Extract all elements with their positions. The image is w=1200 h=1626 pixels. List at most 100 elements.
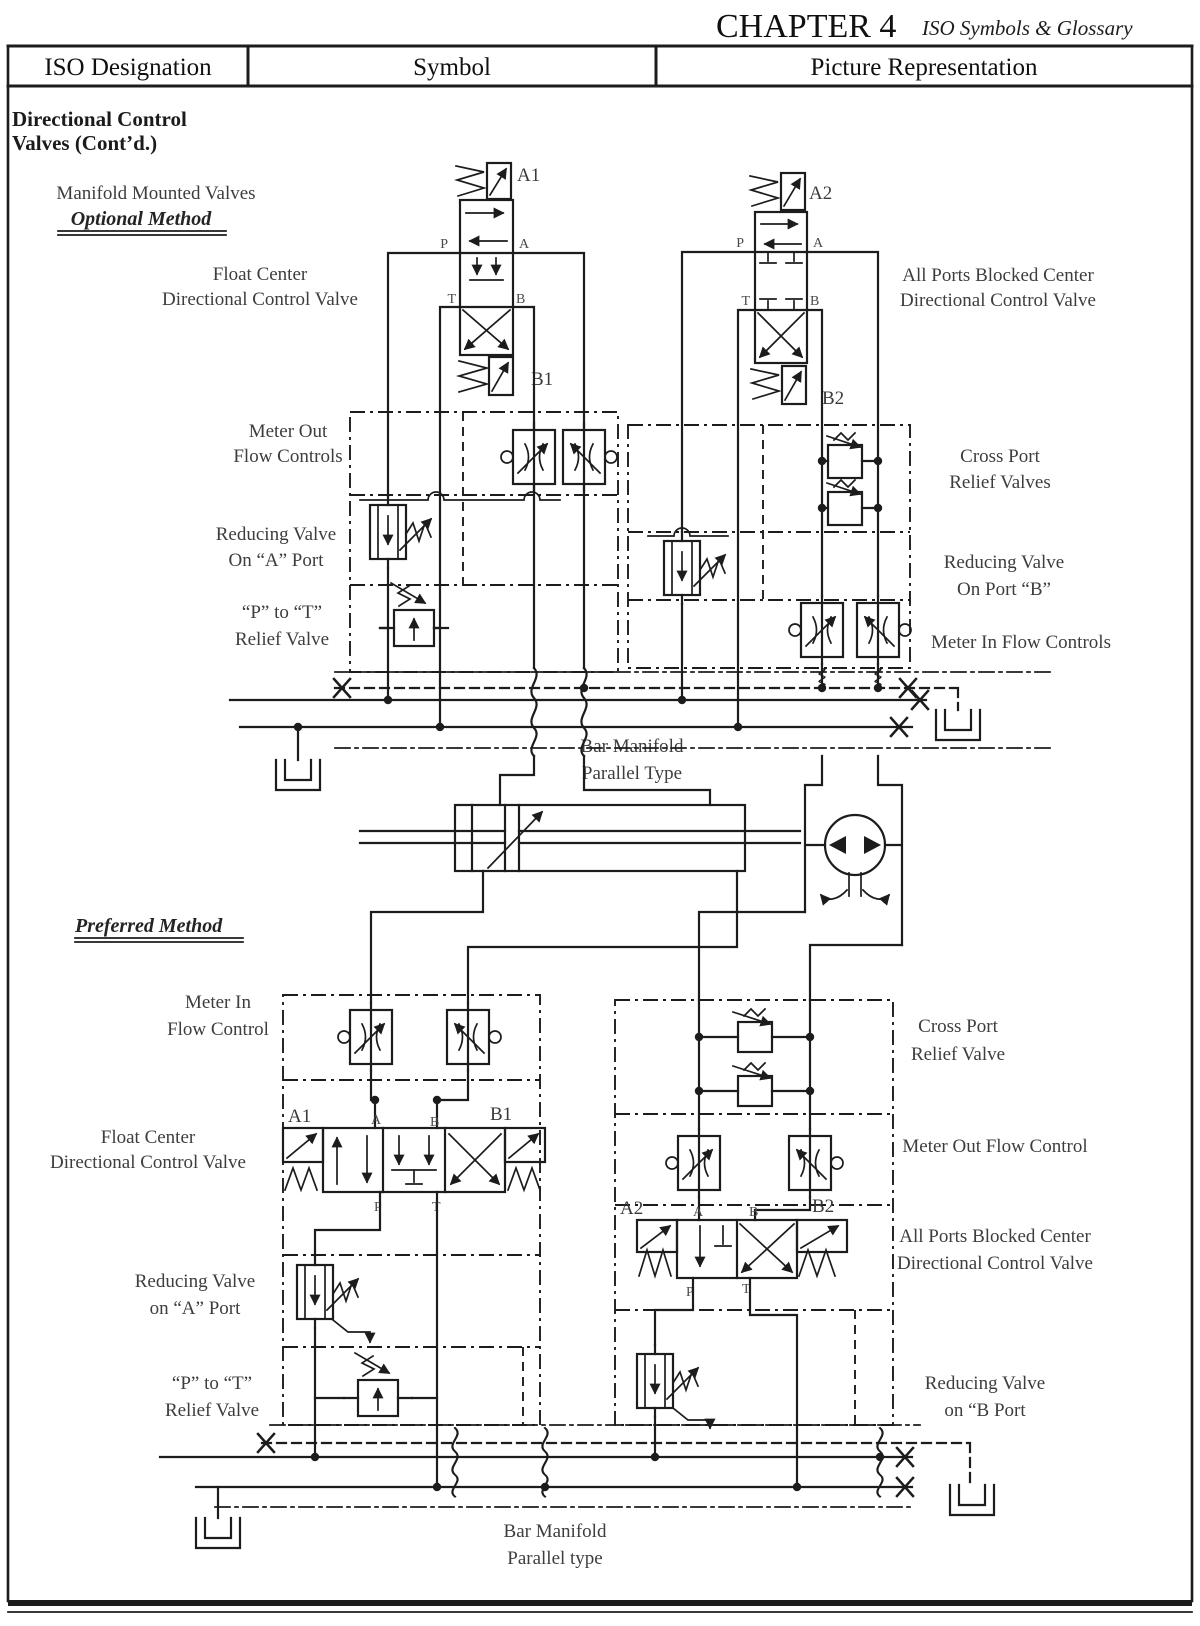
pilot-jumper	[359, 491, 561, 501]
cross-port-relief-icon	[826, 443, 864, 480]
p-to-t-label-1: “P” to “T”	[242, 602, 322, 623]
bar-manifold-bottom	[158, 1424, 996, 1550]
optional-method-label: Optional Method	[71, 208, 213, 230]
page-header: CHAPTER 4 ISO Symbols & Glossary	[716, 8, 1133, 45]
pilot-jumper	[647, 527, 729, 537]
port-a2: A2	[809, 183, 832, 204]
col-symbol: Symbol	[413, 54, 491, 81]
flow-control-icon	[563, 423, 617, 491]
station-boundary	[282, 994, 541, 1426]
hose-break-icon	[530, 666, 538, 758]
right-station-preferred: A2 B2 A B P T	[614, 998, 894, 1489]
meter-in-label-1: Meter In	[185, 992, 251, 1013]
cross-port-relief-icon	[736, 1074, 774, 1108]
table-header: ISO Designation Symbol Picture Represent…	[44, 54, 1038, 81]
float-center-label-1: Float Center	[101, 1127, 196, 1148]
cross-port-relief-icon	[736, 1020, 774, 1054]
bar-manifold-top	[228, 666, 1051, 792]
apb-label-1: All Ports Blocked Center	[902, 265, 1094, 286]
port-a1: A1	[517, 165, 540, 186]
port-t: T	[741, 294, 750, 309]
valve-a2-b2: A2 B2 P A T B	[736, 171, 844, 409]
reducing-b-label-2: on “B Port	[944, 1400, 1026, 1421]
float-center-label-1: Float Center	[213, 264, 308, 285]
spring-icon	[748, 174, 781, 208]
reducing-b-label-1: Reducing Valve	[944, 552, 1065, 573]
spring-icon	[637, 1247, 673, 1279]
reducing-valve-icon	[664, 532, 725, 604]
preferred-method-label: Preferred Method	[74, 915, 223, 937]
cross-port-label-2: Relief Valve	[911, 1044, 1005, 1065]
reducing-valve-icon	[637, 1345, 698, 1417]
tank-icon	[948, 1483, 996, 1517]
bar-manifold-top-label-2: Parallel Type	[582, 763, 682, 784]
port-b: B	[810, 294, 819, 309]
flow-control-icon	[501, 423, 555, 491]
port-b1: B1	[531, 369, 553, 390]
preferred-method-headings: Preferred Method Meter In Flow Control C…	[50, 915, 1093, 1569]
port-a1: A1	[288, 1106, 311, 1127]
reducing-a-label-1: Reducing Valve	[216, 524, 337, 545]
reducing-a-label-1: Reducing Valve	[135, 1271, 256, 1292]
optional-method-headings: Directional Control Valves (Cont’d.) Man…	[12, 107, 1111, 784]
tank-icon	[934, 708, 982, 742]
section-title-line2: Valves (Cont’d.)	[12, 131, 157, 155]
solenoid-icon	[281, 1126, 325, 1164]
p-to-t-label-2: Relief Valve	[235, 629, 329, 650]
station-boundary	[627, 424, 911, 669]
cross-port-label-1: Cross Port	[918, 1016, 998, 1037]
solenoid-icon	[503, 1126, 547, 1164]
hydraulic-motor	[697, 754, 904, 1002]
spring-icon	[283, 1165, 319, 1193]
left-station-optional	[349, 251, 619, 729]
reducing-valve-icon	[370, 496, 431, 568]
port-b: B	[516, 292, 525, 307]
tank-icon	[274, 758, 322, 792]
solenoid-icon	[795, 1218, 849, 1254]
chapter-title: CHAPTER 4	[716, 8, 896, 45]
port-t: T	[447, 292, 456, 307]
valve-a1-b1: A1 B1 P A T B	[440, 161, 553, 397]
meter-out-label-2: Flow Controls	[233, 446, 342, 467]
meter-in-label: Meter In Flow Controls	[931, 632, 1111, 653]
col-iso-designation: ISO Designation	[44, 54, 212, 81]
port-p: P	[440, 237, 448, 252]
tank-icon	[194, 1516, 242, 1550]
cross-port-label-1: Cross Port	[960, 446, 1040, 467]
reducing-b-label-2: On Port “B”	[957, 579, 1051, 600]
meter-in-label-2: Flow Control	[167, 1019, 269, 1040]
spring-icon	[797, 1247, 837, 1279]
port-a2: A2	[620, 1198, 643, 1219]
float-center-label-2: Directional Control Valve	[50, 1152, 246, 1173]
port-b: B	[430, 1115, 439, 1130]
port-a: A	[693, 1205, 704, 1220]
spring-icon	[749, 367, 782, 401]
reducing-a-label-2: on “A” Port	[150, 1298, 241, 1319]
flow-control-icon	[338, 1003, 392, 1071]
cylinder	[358, 754, 802, 1005]
meter-out-label-1: Meter Out	[249, 421, 328, 442]
spring-icon	[506, 1165, 542, 1193]
p-to-t-label-2: Relief Valve	[165, 1400, 259, 1421]
station-boundary	[349, 411, 619, 673]
port-a: A	[371, 1113, 382, 1128]
p-to-t-label-1: “P” to “T”	[172, 1373, 252, 1394]
bar-manifold-bottom-label-1: Bar Manifold	[504, 1521, 607, 1542]
reducing-a-label-2: On “A” Port	[229, 550, 325, 571]
port-a: A	[813, 236, 824, 251]
left-station-preferred: A1 B1 A B P T	[281, 994, 547, 1489]
apb-label-1: All Ports Blocked Center	[899, 1226, 1091, 1247]
port-p: P	[374, 1200, 382, 1215]
relief-valve-icon	[380, 583, 448, 646]
flow-control-icon	[666, 1129, 720, 1197]
port-t: T	[742, 1282, 751, 1297]
flow-control-icon	[789, 1129, 843, 1197]
cross-port-relief-icon	[826, 490, 864, 527]
port-b1: B1	[490, 1104, 512, 1125]
port-b: B	[749, 1205, 758, 1220]
port-p: P	[686, 1285, 694, 1300]
flow-control-icon	[447, 1003, 501, 1071]
page-frame	[6, 44, 1194, 1613]
